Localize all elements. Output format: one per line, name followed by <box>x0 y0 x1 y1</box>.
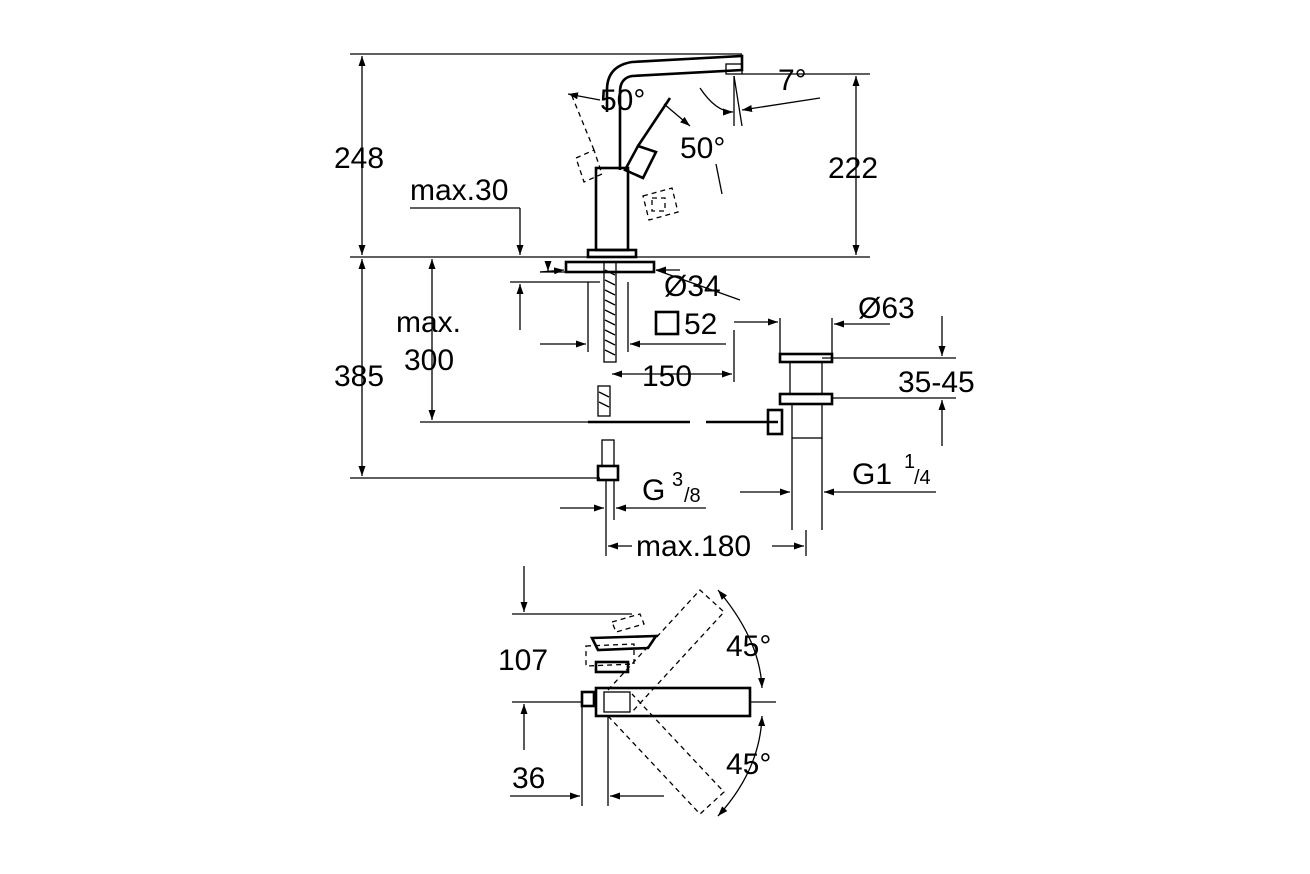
dim-dia63-label: Ø63 <box>858 292 915 325</box>
dim-45deg-top-label: 45° <box>726 630 771 663</box>
dim-36-label: 36 <box>512 762 545 795</box>
dim-50deg-right-label: 50° <box>680 132 725 165</box>
top-spout-inner <box>603 691 631 713</box>
dim-dia34-leader <box>655 269 741 301</box>
top-spout-swivel-up <box>607 589 725 713</box>
dim-50deg-left-leader <box>567 92 601 101</box>
dim-3545-label: 35-45 <box>898 366 975 399</box>
lever-position-right <box>642 187 679 221</box>
faucet-body <box>594 166 630 252</box>
dim-222-label: 222 <box>828 152 878 185</box>
spout-outline <box>605 54 744 170</box>
dim-7deg-ref-angled <box>733 75 743 127</box>
dim-max180-label-bg <box>632 528 772 562</box>
dim-50deg-mid-arrow <box>663 103 691 127</box>
pivot-connector <box>766 408 784 436</box>
dim-g38-prefix: G <box>642 474 665 507</box>
dim-7deg-arc <box>699 87 734 116</box>
under-counter-assembly <box>564 260 778 520</box>
lever-position-left <box>571 95 603 183</box>
dim-max180-label: max.180 <box>636 530 751 563</box>
dim-7deg-leader <box>741 97 821 112</box>
dim-385-label: 385 <box>334 360 384 393</box>
faucet-top-view <box>580 589 752 815</box>
dim-150-label: 150 <box>642 360 692 393</box>
waste-tail <box>791 403 823 439</box>
supply-hose-upper <box>597 385 611 417</box>
dim-45deg-bottom-arc <box>717 715 766 817</box>
hose-hatch <box>598 391 610 408</box>
dim-g114-denominator: /4 <box>914 467 931 489</box>
dim-50deg-left-label: 50° <box>600 84 645 117</box>
waste-body <box>789 361 823 395</box>
base-flange <box>586 248 638 259</box>
aerator <box>725 63 743 75</box>
side-view-dimensions: 248 222 7° 50° 50° max.30 385 max. 300 <box>334 53 975 563</box>
lever-inner-square <box>651 197 666 212</box>
top-view-dimensions: 107 36 45° 45° <box>498 566 776 817</box>
dim-dia34-label: Ø34 <box>664 270 721 303</box>
dim-50deg-right-leader <box>715 163 723 195</box>
mounting-nut <box>564 260 656 274</box>
dim-max300-word: max. <box>396 306 461 339</box>
top-lever-dashed <box>611 613 645 633</box>
dim-dia34-arrow-left <box>539 267 565 275</box>
top-body <box>594 660 630 674</box>
supply-hose-lower <box>601 439 615 467</box>
supply-connector <box>596 464 620 482</box>
dim-g38-numerator: 3 <box>672 469 683 491</box>
waste-fitting <box>766 352 834 530</box>
dim-45deg-bottom-label: 45° <box>726 748 771 781</box>
dim-g114-numerator: 1 <box>904 451 915 473</box>
square-symbol-icon <box>654 310 680 336</box>
dim-sq52-label: 52 <box>684 308 717 341</box>
dim-107-label: 107 <box>498 644 548 677</box>
rod-thread-hatch <box>604 269 616 356</box>
dim-max300-label: 300 <box>404 344 454 377</box>
dim-g38-denominator: /8 <box>684 485 701 507</box>
dim-max30-label: max.30 <box>410 174 508 207</box>
dim-g114-prefix: G1 <box>852 458 892 491</box>
dim-45deg-top-arc <box>717 589 766 689</box>
top-spout-swivel-down <box>607 693 725 815</box>
dim-248-label: 248 <box>334 142 384 175</box>
dim-7deg-label: 7° <box>778 64 807 97</box>
top-base-square <box>580 690 596 708</box>
threaded-rod <box>603 261 617 363</box>
lever-handle <box>623 97 672 180</box>
waste-nut <box>778 392 834 406</box>
